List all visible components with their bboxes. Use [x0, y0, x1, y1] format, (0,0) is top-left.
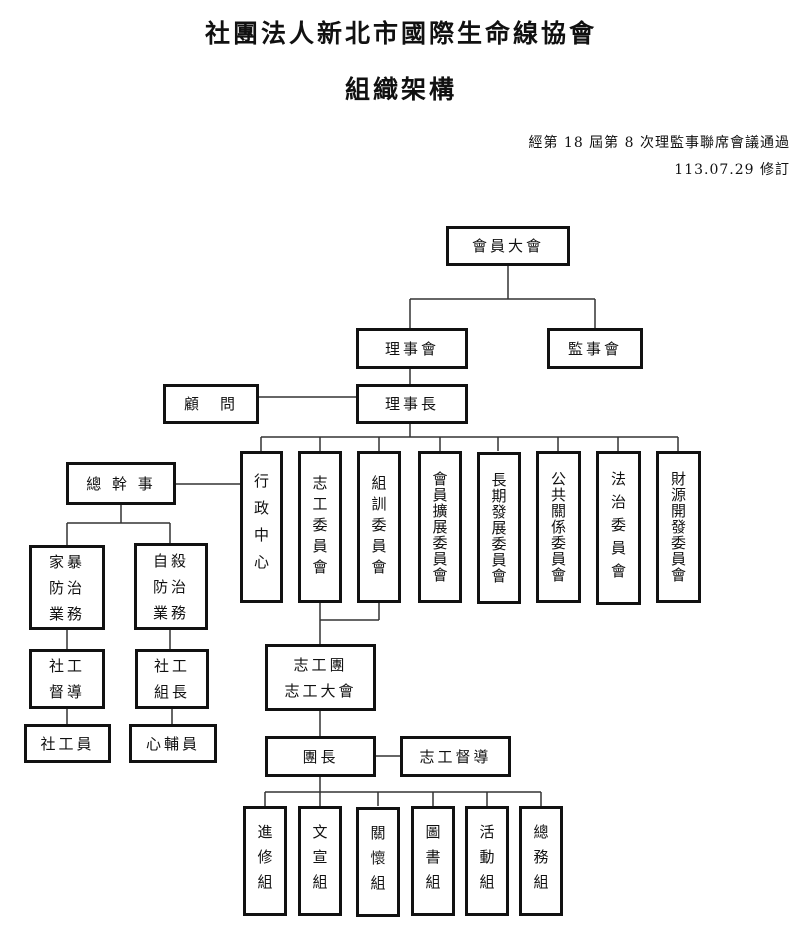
volunteer-corps-box: 志工團 志工大會: [265, 644, 376, 711]
committee-box: 志工委員會: [298, 451, 342, 603]
social-work-supervisor-box: 社工 督導: [29, 649, 105, 709]
advisor-box: 顧 問: [163, 384, 259, 424]
volunteer-group-box: 關懷組: [356, 807, 400, 917]
committee-box: 財源開發委員會: [656, 451, 701, 603]
volunteer-supervisor-box: 志工督導: [400, 736, 511, 777]
social-worker-box: 社工員: [24, 724, 111, 763]
volunteer-group-box: 圖書組: [411, 806, 455, 916]
committee-box: 長期發展委員會: [477, 452, 521, 604]
volunteer-group-box: 總務組: [519, 806, 563, 916]
chairman-box: 理事長: [356, 384, 468, 424]
volunteer-group-box: 進修組: [243, 806, 287, 916]
volunteer-group-box: 活動組: [465, 806, 509, 916]
board-box: 理事會: [356, 328, 468, 369]
supervisors-box: 監事會: [547, 328, 643, 369]
volunteer-group-box: 文宣組: [298, 806, 342, 916]
committee-box: 會員擴展委員會: [418, 451, 462, 603]
counselor-box: 心輔員: [129, 724, 217, 763]
committee-box: 公共關係委員會: [536, 451, 581, 603]
general-assembly-box: 會員大會: [446, 226, 570, 266]
secretary-general-box: 總 幹 事: [66, 462, 176, 505]
page-title: 社團法人新北市國際生命線協會: [204, 19, 597, 48]
domestic-violence-box: 家暴 防治 業務: [29, 545, 105, 630]
revision-note: 113.07.29 修訂: [674, 162, 790, 178]
page-subtitle: 組織架構: [344, 75, 457, 104]
committee-box: 行政中心: [240, 451, 283, 603]
committee-box: 組訓委員會: [357, 451, 401, 603]
corps-leader-box: 團長: [265, 736, 376, 777]
committee-box: 法治委員會: [596, 451, 641, 605]
social-work-leader-box: 社工 組長: [135, 649, 209, 709]
approval-note: 經第 18 屆第 8 次理監事聯席會議通過: [528, 135, 790, 151]
suicide-prevention-box: 自殺 防治 業務: [134, 543, 208, 630]
